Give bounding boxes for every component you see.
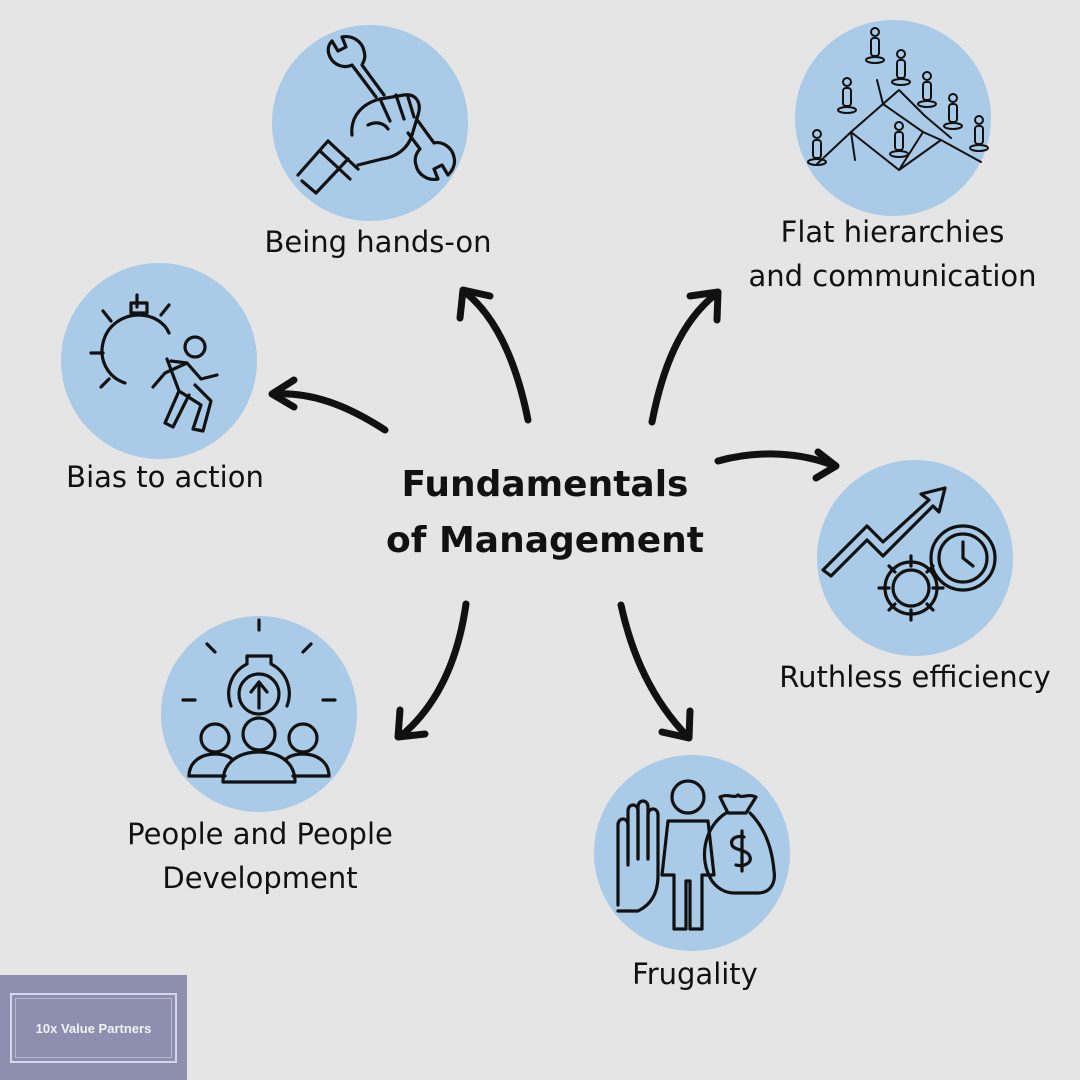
people-label: People and People Development bbox=[110, 812, 410, 900]
hands-on-circle bbox=[272, 25, 468, 221]
arrow-to-frugality bbox=[617, 601, 694, 742]
arrow-to-flat bbox=[648, 288, 722, 426]
flat-label-line2: and communication bbox=[748, 259, 1037, 293]
bias-label-text: Bias to action bbox=[66, 460, 264, 494]
arrow-to-people bbox=[394, 600, 470, 741]
org-network-icon bbox=[807, 27, 989, 171]
flat-circle bbox=[795, 20, 991, 216]
brand-name: 10x Value Partners bbox=[35, 1020, 152, 1036]
people-circle bbox=[161, 616, 357, 812]
center-title-line2: of Management bbox=[386, 520, 704, 561]
wrench-fist-icon bbox=[296, 35, 457, 195]
frugality-circle bbox=[594, 755, 790, 951]
people-label-line2: Development bbox=[162, 861, 358, 895]
growth-gear-clock-icon bbox=[821, 486, 997, 622]
efficiency-circle bbox=[817, 460, 1013, 656]
flat-label-line1: Flat hierarchies bbox=[780, 215, 1005, 249]
center-title: Fundamentals of Management bbox=[360, 457, 730, 569]
brand-logo-frame: 10x Value Partners bbox=[10, 993, 177, 1063]
frugality-label: Frugality bbox=[590, 952, 800, 996]
bias-label: Bias to action bbox=[40, 455, 290, 499]
person-figures bbox=[807, 27, 989, 166]
stop-hand-money-bag-icon bbox=[616, 779, 776, 931]
people-label-line1: People and People bbox=[127, 817, 393, 851]
frugality-label-text: Frugality bbox=[632, 957, 758, 991]
brand-logo: 10x Value Partners bbox=[0, 975, 187, 1080]
arrow-to-efficiency bbox=[714, 448, 840, 482]
center-title-line1: Fundamentals bbox=[401, 464, 689, 505]
hands-on-label: Being hands-on bbox=[240, 220, 516, 264]
efficiency-label: Ruthless efficiency bbox=[770, 655, 1060, 699]
team-gear-icon bbox=[181, 618, 337, 784]
flat-label: Flat hierarchies and communication bbox=[735, 210, 1050, 298]
arrow-to-bias bbox=[268, 376, 389, 434]
gear-runner-icon bbox=[89, 293, 219, 433]
bias-circle bbox=[61, 263, 257, 459]
arrow-to-hands-on bbox=[456, 286, 532, 424]
efficiency-label-text: Ruthless efficiency bbox=[779, 660, 1051, 694]
hands-on-label-text: Being hands-on bbox=[264, 225, 492, 259]
